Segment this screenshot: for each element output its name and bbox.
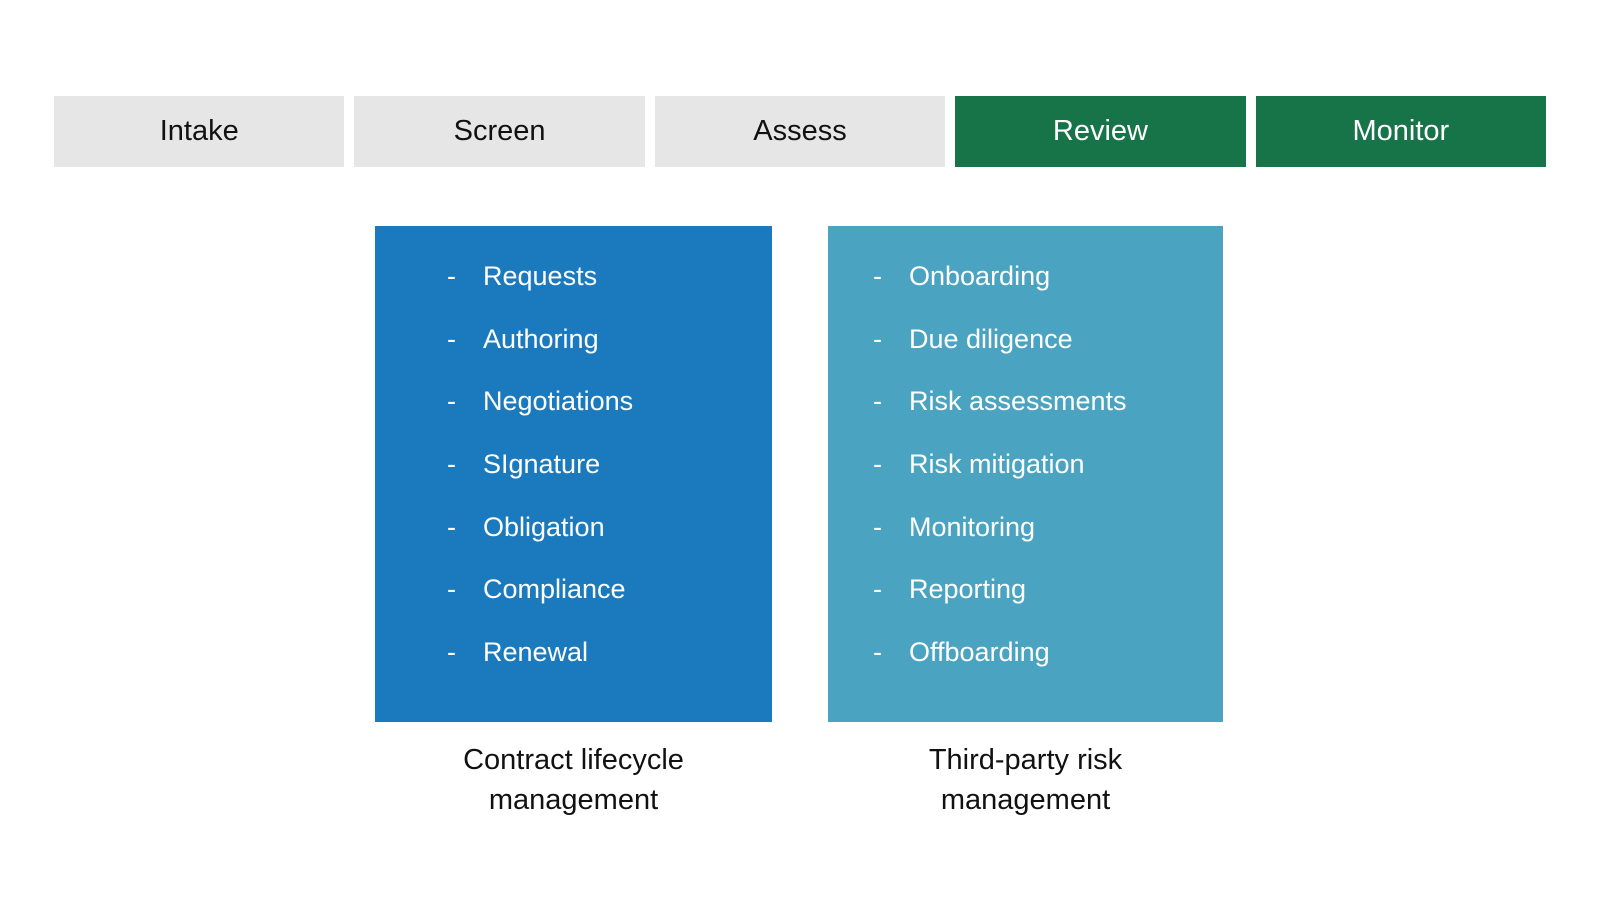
list-item: - Due diligence (873, 308, 1213, 371)
list-item-label: Negotiations (483, 386, 634, 417)
list-item: - Onboarding (873, 245, 1213, 308)
list-item: - Offboarding (873, 621, 1213, 684)
list-item-label: Reporting (909, 574, 1027, 605)
list-item: - Risk assessments (873, 370, 1213, 433)
stage-tab-screen: Screen (354, 96, 645, 167)
list-item: - Requests (447, 245, 762, 308)
caption-text: Third-party risk management (928, 744, 1123, 816)
stage-tab-label: Intake (159, 115, 239, 147)
list-item: - Monitoring (873, 496, 1213, 559)
dash-bullet: - (447, 386, 456, 417)
dash-bullet: - (873, 511, 882, 542)
list-item-label: Authoring (483, 323, 599, 354)
dash-bullet: - (447, 574, 456, 605)
list-item: - Negotiations (447, 370, 762, 433)
stage-tab-monitor: Monitor (1255, 96, 1547, 167)
stage-tab-label: Review (1052, 115, 1148, 147)
list-item-label: Offboarding (909, 637, 1050, 668)
dash-bullet: - (447, 261, 456, 291)
list-item: - SIgnature (447, 433, 762, 496)
list-item-label: Obligation (483, 511, 605, 542)
contract-lifecycle-list: - Requests - Authoring - Negotiations - … (375, 226, 772, 684)
list-item: - Authoring (447, 308, 762, 371)
dash-bullet: - (447, 323, 456, 354)
list-item-label: Compliance (483, 574, 626, 605)
list-item: - Risk mitigation (873, 433, 1213, 496)
dash-bullet: - (873, 574, 882, 605)
stage-tab-review: Review (955, 96, 1246, 167)
dash-bullet: - (873, 637, 882, 668)
panel-third-party-risk: - Onboarding - Due diligence - Risk asse… (828, 226, 1223, 722)
dash-bullet: - (447, 637, 456, 668)
stage-tab-assess: Assess (654, 96, 946, 167)
list-item-label: Requests (483, 261, 598, 291)
stage-row: Intake Screen Assess Review Monitor (54, 96, 1547, 167)
stage-tab-label: Monitor (1352, 115, 1450, 147)
list-item-label: SIgnature (483, 449, 601, 480)
list-item-label: Risk assessments (909, 386, 1127, 417)
dash-bullet: - (447, 511, 456, 542)
list-item: - Compliance (447, 558, 762, 621)
caption-text: Contract lifecycle management (463, 744, 684, 816)
stage-tab-label: Assess (753, 115, 847, 147)
dash-bullet: - (873, 449, 882, 480)
list-item-label: Due diligence (909, 323, 1073, 354)
stage-tab-label: Screen (453, 115, 546, 147)
caption-contract-lifecycle: Contract lifecycle management (375, 740, 772, 820)
dash-bullet: - (873, 386, 882, 417)
list-item: - Reporting (873, 558, 1213, 621)
dash-bullet: - (447, 449, 456, 480)
caption-third-party-risk: Third-party risk management (828, 740, 1223, 820)
list-item-label: Risk mitigation (909, 449, 1085, 480)
list-item: - Obligation (447, 496, 762, 559)
third-party-risk-list: - Onboarding - Due diligence - Risk asse… (828, 226, 1223, 684)
stage-tab-intake: Intake (54, 96, 345, 167)
list-item-label: Renewal (483, 637, 589, 668)
list-item-label: Onboarding (909, 261, 1051, 291)
panel-contract-lifecycle: - Requests - Authoring - Negotiations - … (375, 226, 772, 722)
list-item: - Renewal (447, 621, 762, 684)
dash-bullet: - (873, 261, 882, 291)
dash-bullet: - (873, 323, 882, 354)
list-item-label: Monitoring (909, 511, 1036, 542)
